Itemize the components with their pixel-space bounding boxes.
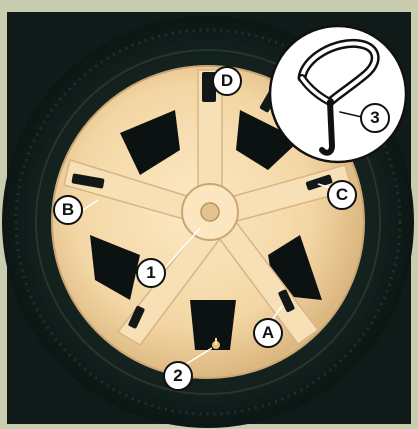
callout-a: A	[253, 318, 283, 348]
callout-c: C	[327, 180, 357, 210]
callout-3: 3	[360, 103, 390, 133]
callout-1: 1	[136, 258, 166, 288]
hub-badge	[201, 203, 219, 221]
callout-2: 2	[163, 361, 193, 391]
callout-b: B	[53, 195, 83, 225]
callout-d: D	[212, 66, 242, 96]
tool-inset	[270, 26, 406, 162]
